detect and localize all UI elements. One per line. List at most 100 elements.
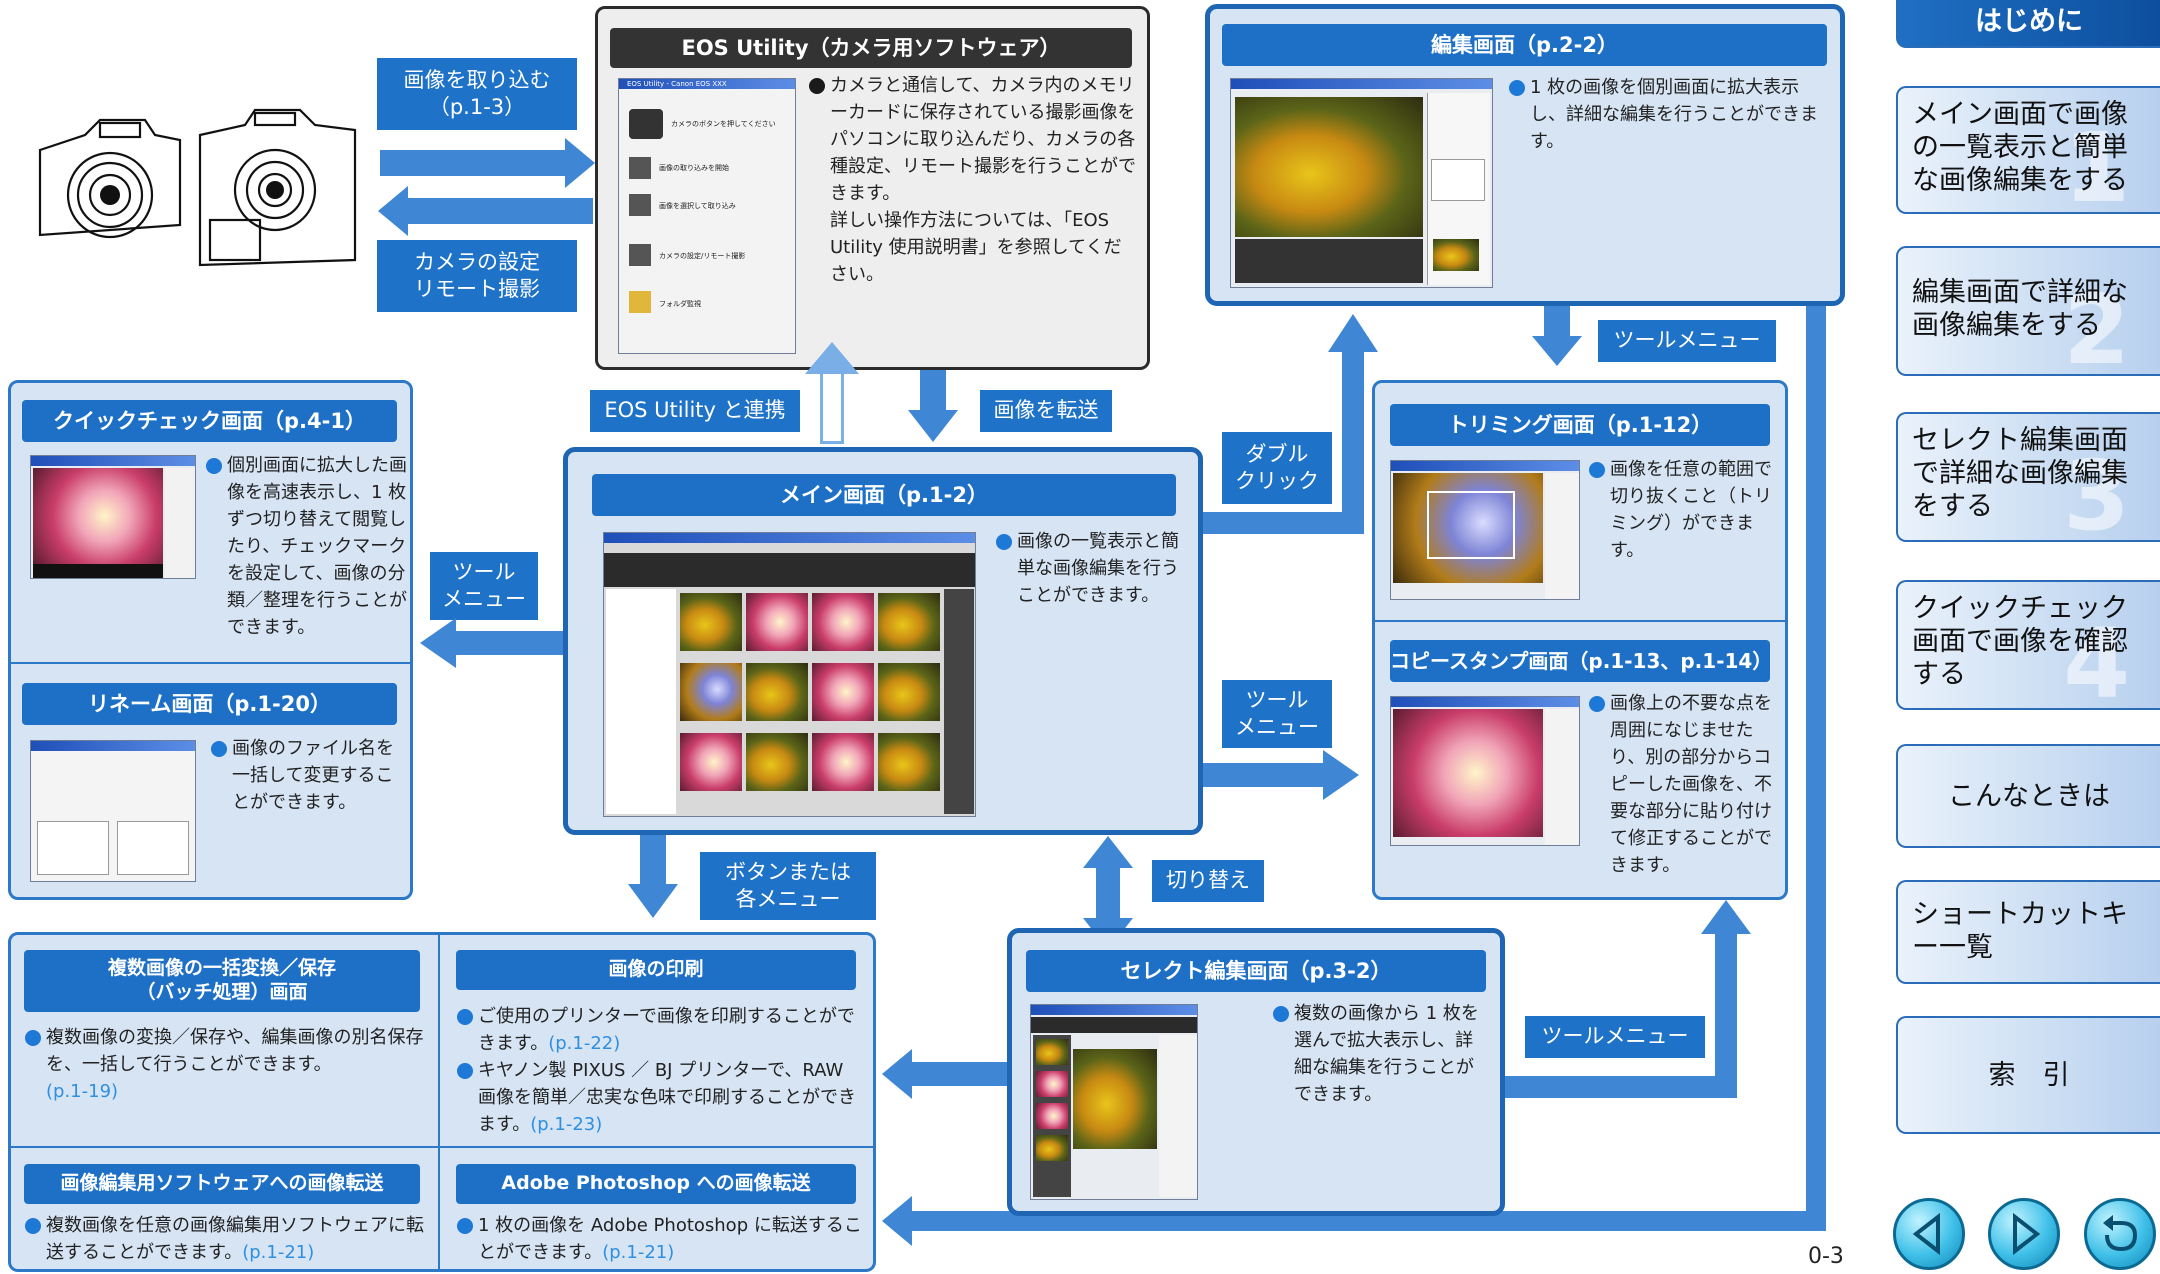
- arrow-tool-menu-bottom-head: [1701, 900, 1751, 934]
- arrow-tool-menu-bottom-v: [1715, 932, 1737, 1098]
- eos-menu-item: 画像の取り込みを開始: [659, 164, 729, 172]
- quick-check-title: クイックチェック画面（p.4-1）: [22, 400, 397, 442]
- transfer-photoshop-title: Adobe Photoshop への画像転送: [456, 1164, 856, 1204]
- trimming-divider: [1374, 620, 1786, 622]
- arrow-tool-menu-top-head: [1532, 336, 1582, 366]
- eos-link-label: EOS Utility と連携: [590, 390, 800, 432]
- camera-settings-label: カメラの設定 リモート撮影: [377, 240, 577, 312]
- chapter-number: 4: [2063, 608, 2130, 710]
- eos-utility-description: カメラと通信して、カメラ内のメモリーカードに保存されている撮影画像をパソコンに取…: [808, 72, 1138, 288]
- sidebar-item-troubleshooting[interactable]: こんなときは: [1896, 744, 2160, 848]
- print-description: ご使用のプリンターで画像を印刷することができます。(p.1-22) キヤノン製 …: [456, 1003, 864, 1138]
- batch-title: 複数画像の一括変換／保存 （バッチ処理）画面: [24, 950, 420, 1012]
- quick-check-description: 個別画面に拡大した画像を高速表示し、1 枚ずつ切り替えて閲覧したり、チェックマー…: [205, 452, 407, 641]
- camera-illustrations: [38, 108, 357, 267]
- double-click-label: ダブル クリック: [1222, 432, 1332, 504]
- arrow-import-head: [565, 138, 595, 188]
- print-ref-1[interactable]: (p.1-22): [548, 1033, 621, 1054]
- eos-menu-item: フォルダ監視: [659, 300, 701, 308]
- main-screen-description: 画像の一覧表示と簡単な画像編集を行うことができます。: [995, 528, 1180, 609]
- sidebar-item-label: 索 引: [1988, 1059, 2070, 1091]
- transfer-photoshop-description: 1 枚の画像を Adobe Photoshop に転送することができます。(p.…: [456, 1212, 864, 1266]
- arrow-tool-menu-left-head: [420, 618, 456, 668]
- arrow-camera: [408, 198, 593, 224]
- arrow-eos-link-head: [805, 342, 859, 374]
- sidebar-item-label: ショートカットキー一覧: [1912, 899, 2128, 963]
- sidebar-item-label: はじめに: [1975, 6, 2083, 37]
- arrow-tool-menu-mid-head: [1323, 750, 1359, 800]
- chapter-number: 2: [2063, 274, 2130, 376]
- sidebar-item-label: セレクト編集画面で詳細な画像編集をする: [1912, 425, 2128, 522]
- arrow-double-click-h: [1203, 512, 1363, 534]
- eos-window-title: EOS Utility - Canon EOS XXX: [627, 80, 727, 88]
- rename-screenshot: [30, 740, 196, 882]
- tool-menu-bottom-label: ツールメニュー: [1525, 1016, 1705, 1058]
- print-title: 画像の印刷: [456, 950, 856, 990]
- select-edit-screenshot: [1030, 1004, 1198, 1200]
- trimming-description: 画像を任意の範囲で切り抜くこと（トリミング）ができます。: [1588, 456, 1774, 564]
- sidebar-item-index[interactable]: 索 引: [1896, 1016, 2160, 1134]
- eos-utility-title: EOS Utility（カメラ用ソフトウェア）: [610, 28, 1132, 68]
- arrow-switch: [1096, 868, 1120, 918]
- sidebar-item-quick-check[interactable]: 4 クイックチェック画面で画像を確認する: [1896, 580, 2160, 710]
- main-screen-screenshot: [603, 532, 976, 817]
- eos-menu-item: カメラのボタンを押してください: [671, 120, 776, 128]
- connector-right-vertical: [1806, 306, 1826, 1221]
- batch-ref[interactable]: (p.1-19): [46, 1081, 119, 1102]
- return-button[interactable]: [2084, 1198, 2156, 1270]
- arrow-eos-link: [820, 372, 844, 444]
- arrow-transfer-head: [908, 410, 958, 442]
- arrow-tool-menu-top: [1544, 306, 1570, 338]
- sidebar-item-main-screen[interactable]: 1 メイン画面で画像の一覧表示と簡単な画像編集をする: [1896, 86, 2160, 214]
- arrow-tool-menu-left: [455, 631, 563, 655]
- arrow-select-left-head: [882, 1049, 912, 1099]
- print-ref-2[interactable]: (p.1-23): [530, 1114, 603, 1135]
- chapter-number: 3: [2063, 440, 2130, 542]
- copy-stamp-screenshot: [1390, 696, 1580, 846]
- select-edit-description: 複数の画像から 1 枚を選んで拡大表示し、詳細な編集を行うことができます。: [1272, 1000, 1488, 1108]
- sidebar-item-label: クイックチェック画面で画像を確認する: [1912, 593, 2128, 690]
- tool-menu-left-label: ツール メニュー: [430, 552, 538, 620]
- page-number: 0-3: [1808, 1244, 1844, 1269]
- transfer-photoshop-ref[interactable]: (p.1-21): [602, 1242, 675, 1263]
- eos-utility-screenshot: EOS Utility - Canon EOS XXX カメラのボタンを押してく…: [618, 78, 796, 354]
- edit-screen-screenshot: [1230, 78, 1493, 288]
- batch-description: 複数画像の変換／保存や、編集画像の別名保存を、一括して行うことができます。(p.…: [24, 1024, 428, 1105]
- transfer-label: 画像を転送: [980, 390, 1112, 432]
- sidebar-item-edit-screen[interactable]: 2 編集画面で詳細な画像編集をする: [1896, 246, 2160, 376]
- prev-page-button[interactable]: [1893, 1198, 1965, 1270]
- transfer-editor-ref[interactable]: (p.1-21): [242, 1242, 315, 1263]
- transfer-editor-description: 複数画像を任意の画像編集用ソフトウェアに転送することができます。(p.1-21): [24, 1212, 428, 1266]
- connector-bottom-head: [882, 1196, 912, 1246]
- sidebar-item-shortcuts[interactable]: ショートカットキー一覧: [1896, 880, 2160, 984]
- sidebar-item-label: こんなときは: [1948, 780, 2110, 812]
- sidebar-item-introduction[interactable]: はじめに: [1896, 0, 2160, 48]
- chapter-number: 1: [2063, 112, 2130, 214]
- rename-title: リネーム画面（p.1-20）: [22, 683, 397, 725]
- transfer-editor-title: 画像編集用ソフトウェアへの画像転送: [24, 1164, 420, 1204]
- main-screen-title: メイン画面（p.1-2）: [592, 474, 1176, 516]
- return-icon: [2103, 1215, 2138, 1252]
- copy-stamp-title: コピースタンプ画面（p.1-13、p.1-14）: [1390, 640, 1772, 682]
- rename-description: 画像のファイル名を一括して変更することができます。: [210, 735, 402, 816]
- edit-screen-title: 編集画面（p.2-2）: [1222, 24, 1827, 66]
- arrow-tool-menu-mid: [1203, 763, 1323, 787]
- arrow-transfer: [920, 370, 946, 412]
- arrow-double-click-head: [1328, 314, 1378, 352]
- next-page-button[interactable]: [1988, 1198, 2060, 1270]
- trimming-title: トリミング画面（p.1-12）: [1390, 404, 1770, 446]
- quick-check-screenshot: [30, 455, 196, 579]
- arrow-double-click-v: [1342, 352, 1364, 534]
- next-page-icon: [2013, 1212, 2041, 1256]
- sidebar-item-label: 編集画面で詳細な画像編集をする: [1912, 277, 2128, 341]
- edit-screen-description: 1 枚の画像を個別画面に拡大表示し、詳細な編集を行うことができます。: [1508, 74, 1824, 155]
- tool-menu-mid-label: ツール メニュー: [1222, 680, 1332, 748]
- sidebar-item-select-edit[interactable]: 3 セレクト編集画面で詳細な画像編集をする: [1896, 412, 2160, 542]
- arrow-switch-head-up: [1083, 836, 1133, 868]
- quick-check-divider: [10, 662, 411, 664]
- connector-bottom-horizontal: [912, 1211, 1826, 1231]
- functions-divider-v: [438, 934, 440, 1270]
- eos-menu-item: 画像を選択して取り込み: [659, 202, 736, 210]
- copy-stamp-description: 画像上の不要な点を周囲になじませたり、別の部分からコピーした画像を、不要な部分に…: [1588, 690, 1780, 879]
- arrow-import: [380, 150, 565, 176]
